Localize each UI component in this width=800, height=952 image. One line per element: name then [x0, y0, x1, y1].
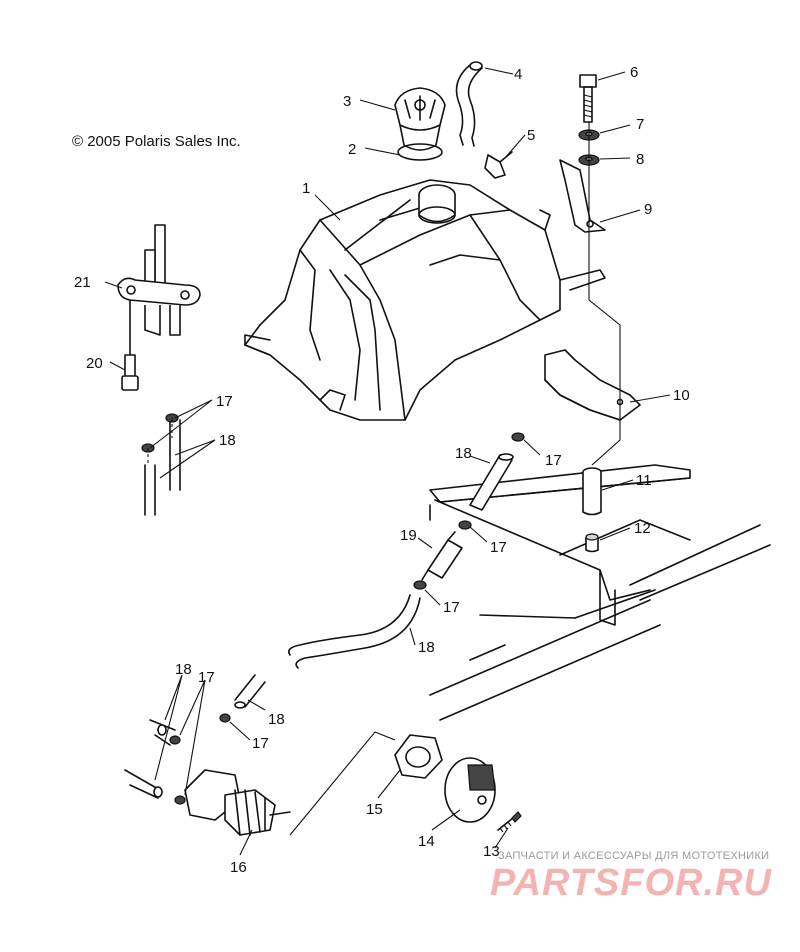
bushing	[585, 533, 599, 553]
callout-12: 12	[634, 520, 651, 537]
fuel-filter	[413, 520, 472, 590]
callout-14: 14	[418, 833, 435, 850]
callout-21: 21	[74, 274, 91, 291]
callout-17-valve: 17	[216, 393, 233, 410]
vent-hose	[455, 61, 483, 147]
callout-5: 5	[527, 127, 535, 144]
valve-hoses	[141, 413, 181, 516]
fuel-hose-upper	[469, 432, 525, 511]
callout-11: 11	[636, 472, 652, 489]
callout-17-pump: 17	[198, 669, 215, 686]
callout-3: 3	[343, 93, 351, 110]
callout-18-pump-right: 18	[268, 711, 285, 728]
callout-10: 10	[673, 387, 690, 404]
lock-nut	[394, 734, 443, 779]
fuel-valve	[117, 224, 201, 356]
callout-18-valve: 18	[219, 432, 236, 449]
pulse-cover	[444, 757, 496, 823]
cover-screw	[497, 811, 522, 833]
fuel-pump	[124, 674, 396, 836]
tank-bracket	[559, 159, 606, 233]
callout-6: 6	[630, 64, 638, 81]
copyright-text: © 2005 Polaris Sales Inc.	[72, 133, 241, 150]
watermark-tagline: ЗАПЧАСТИ И АКСЕССУАРЫ ДЛЯ МОТОТЕХНИКИ	[498, 850, 770, 862]
callout-2: 2	[348, 141, 356, 158]
callout-15: 15	[366, 801, 383, 818]
spacer	[582, 467, 602, 516]
callout-18-pump: 18	[175, 661, 192, 678]
cap-gasket	[397, 143, 443, 161]
watermark-logo: PARTSFOR.RU	[490, 862, 772, 904]
callout-1: 1	[302, 180, 310, 197]
callout-17-pump-right: 17	[252, 735, 269, 752]
callout-4: 4	[514, 66, 522, 83]
callout-17-upper: 17	[545, 452, 562, 469]
fuel-cap	[394, 87, 446, 151]
callout-17-filter-top: 17	[490, 539, 507, 556]
bolt	[579, 74, 597, 123]
fuel-tank	[244, 179, 606, 421]
vent-fitting	[484, 151, 513, 179]
callout-19: 19	[400, 527, 417, 544]
callout-13: 13	[483, 843, 500, 860]
callout-labels: 1 2 3 4 5 6 7 8 9 10 11 12 13 14 15 16 1…	[74, 64, 690, 876]
callout-7: 7	[636, 116, 644, 133]
callout-16: 16	[230, 859, 247, 876]
fuel-hose-lower	[287, 594, 421, 669]
callout-20: 20	[86, 355, 103, 372]
leader-lines	[104, 67, 671, 856]
tank-pad	[544, 349, 641, 421]
callout-18-upper: 18	[455, 445, 472, 462]
callout-17-filter-bottom: 17	[443, 599, 460, 616]
valve-screw	[121, 354, 139, 391]
callout-9: 9	[644, 201, 652, 218]
callout-8: 8	[636, 151, 644, 168]
callout-18-lower: 18	[418, 639, 435, 656]
